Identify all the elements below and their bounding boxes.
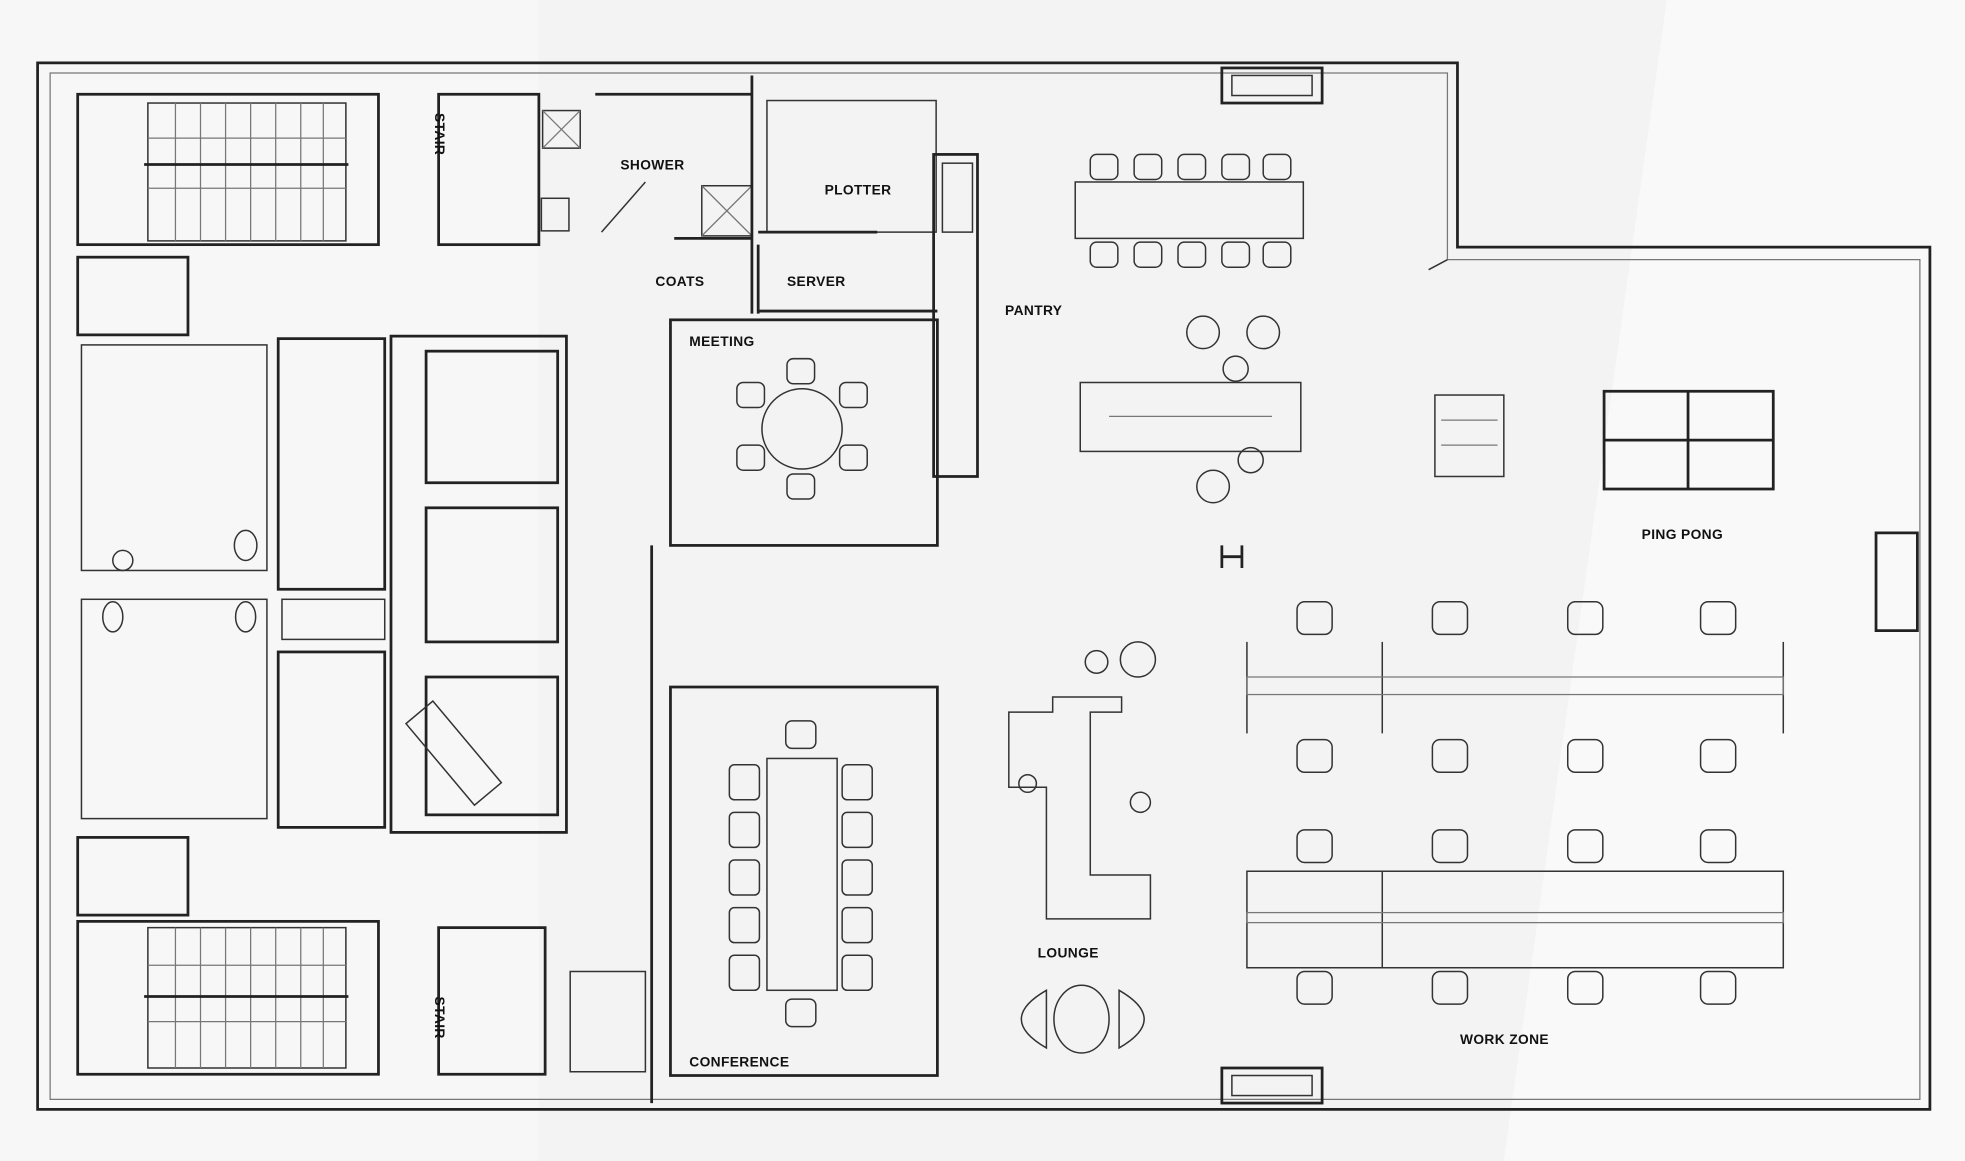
- label-stair-bottom: STAIR: [432, 997, 447, 1039]
- work-zone-desks: [1246, 601, 1785, 1005]
- ping-pong-table: [1434, 389, 1775, 491]
- pantry-furniture: [1074, 153, 1305, 568]
- label-meeting: MEETING: [689, 334, 754, 349]
- label-stair-top: STAIR: [432, 113, 447, 155]
- label-plotter: PLOTTER: [825, 183, 892, 198]
- label-server: SERVER: [787, 274, 846, 289]
- core-rooms: [76, 92, 646, 1076]
- meeting-room: [669, 318, 939, 547]
- label-coats: COATS: [655, 274, 704, 289]
- label-pantry: PANTRY: [1005, 303, 1062, 318]
- windows: [1220, 66, 1919, 1105]
- label-conference: CONFERENCE: [689, 1055, 789, 1070]
- stair-top: [76, 92, 380, 247]
- service-rooms: [595, 75, 979, 478]
- label-lounge: LOUNGE: [1038, 946, 1099, 961]
- lounge-furniture: [1008, 641, 1157, 1054]
- room-labels: SHOWER PLOTTER COATS SERVER PANTRY MEETI…: [432, 113, 1723, 1070]
- label-shower: SHOWER: [620, 157, 684, 172]
- label-work-zone: WORK ZONE: [1460, 1032, 1549, 1047]
- exterior-walls: [36, 61, 1932, 1111]
- conference-room: [569, 545, 939, 1104]
- label-ping-pong: PING PONG: [1642, 527, 1723, 542]
- stair-bottom: [76, 919, 380, 1076]
